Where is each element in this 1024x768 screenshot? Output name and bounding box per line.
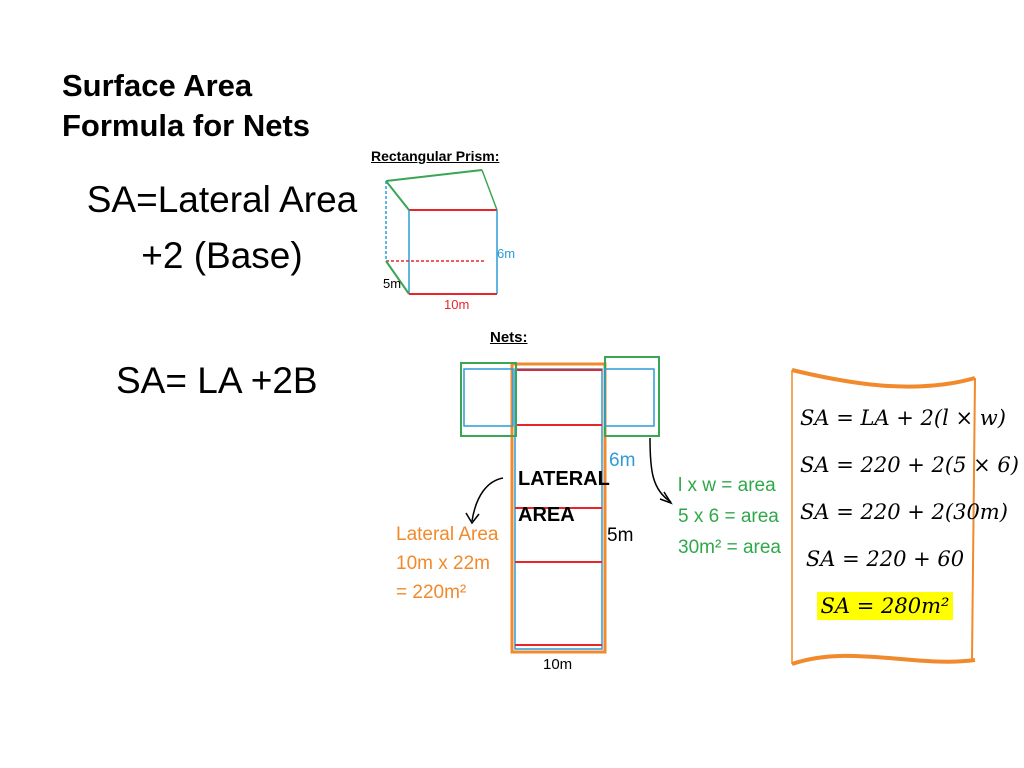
- lateral-area-label: LATERAL AREA: [518, 461, 610, 533]
- formula-line-2: +2 (Base): [141, 235, 303, 276]
- solution-step: SA = LA + 2(l × w): [800, 395, 1006, 442]
- solution-step: SA = 220 + 2(5 × 6): [800, 442, 1019, 489]
- slide-title: Surface Area Formula for Nets: [62, 66, 310, 146]
- base-calculation: l x w = area 5 x 6 = area 30m² = area: [678, 470, 781, 563]
- base-calc-line: 5 x 6 = area: [678, 506, 779, 527]
- lateral-calc-line: = 220m²: [396, 582, 467, 603]
- solution-step: SA = 220 + 60: [800, 536, 970, 583]
- formula-short: SA= LA +2B: [116, 360, 318, 401]
- prism-height-label: 6m: [497, 246, 516, 261]
- lateral-label-line-1: LATERAL: [518, 468, 610, 490]
- net-length-label: 10m: [543, 656, 573, 673]
- step-text: SA = 220 + 2(5 × 6): [800, 453, 1019, 477]
- lateral-calc-line: 10m x 22m: [396, 553, 490, 574]
- step-text: SA = LA + 2(l × w): [800, 406, 1006, 430]
- net-drawing: [460, 356, 673, 654]
- prism-length-label: 10m: [444, 297, 470, 312]
- title-line-1: Surface Area: [62, 68, 253, 103]
- step-text: SA = 220 + 60: [805, 547, 965, 571]
- net-width-label: 5m: [607, 525, 634, 546]
- prism-width-label: 5m: [383, 276, 402, 291]
- scroll-shape: [791, 368, 976, 666]
- base-calc-line: 30m² = area: [678, 537, 781, 558]
- formula-line-1: SA=Lateral Area: [86, 179, 358, 220]
- solution-step: SA = 220 + 2(30m): [800, 489, 1008, 536]
- lateral-calculation: Lateral Area 10m x 22m = 220m²: [396, 520, 498, 607]
- lateral-calc-line: Lateral Area: [396, 524, 499, 545]
- base-calc-line: l x w = area: [678, 475, 776, 496]
- final-answer: SA = 280m²: [816, 592, 954, 620]
- prism-drawing: [385, 169, 498, 295]
- nets-label: Nets:: [490, 329, 528, 346]
- formula-full: SA=Lateral Area +2 (Base): [72, 172, 372, 284]
- step-text: SA = 220 + 2(30m): [800, 500, 1008, 524]
- lateral-label-line-2: AREA: [518, 504, 575, 526]
- prism-label: Rectangular Prism:: [371, 148, 500, 164]
- solution-steps: SA = LA + 2(l × w) SA = 220 + 2(5 × 6) S…: [800, 395, 1019, 630]
- title-line-2: Formula for Nets: [62, 108, 311, 143]
- solution-step-final: SA = 280m²: [800, 583, 970, 630]
- net-height-label: 6m: [609, 450, 636, 471]
